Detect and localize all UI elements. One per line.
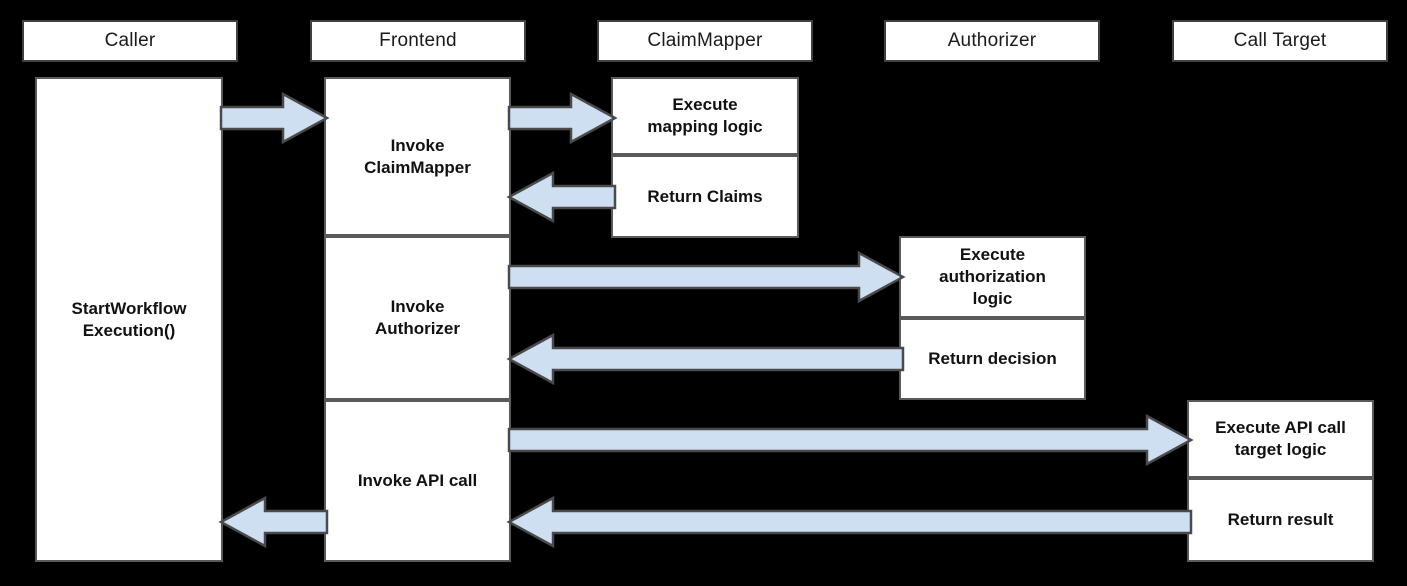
lane-header-caller: Caller: [22, 20, 238, 62]
lane-header-calltarget: Call Target: [1172, 20, 1388, 62]
arrow-claimmapper-to-frontend: [506, 170, 617, 224]
arrow-frontend-to-authorizer: [507, 250, 906, 304]
arrow-authorizer-to-frontend: [506, 332, 905, 386]
arrow-calltarget-to-frontend: [506, 495, 1193, 549]
cell-claimmapper-return-claims: Return Claims: [611, 155, 799, 238]
cell-authorizer-return-decision: Return decision: [899, 318, 1086, 400]
arrow-frontend-to-calltarget: [507, 413, 1194, 467]
lane-header-claimmapper: ClaimMapper: [597, 20, 813, 62]
lane-header-authorizer: Authorizer: [884, 20, 1100, 62]
arrow-frontend-to-claimmapper: [507, 91, 618, 145]
lane-header-frontend: Frontend: [310, 20, 526, 62]
arrow-caller-to-frontend: [219, 91, 330, 145]
cell-calltarget-return-result: Return result: [1187, 478, 1374, 562]
arrow-frontend-to-caller: [218, 495, 329, 549]
cell-frontend-invoke-api-call: Invoke API call: [324, 400, 511, 562]
